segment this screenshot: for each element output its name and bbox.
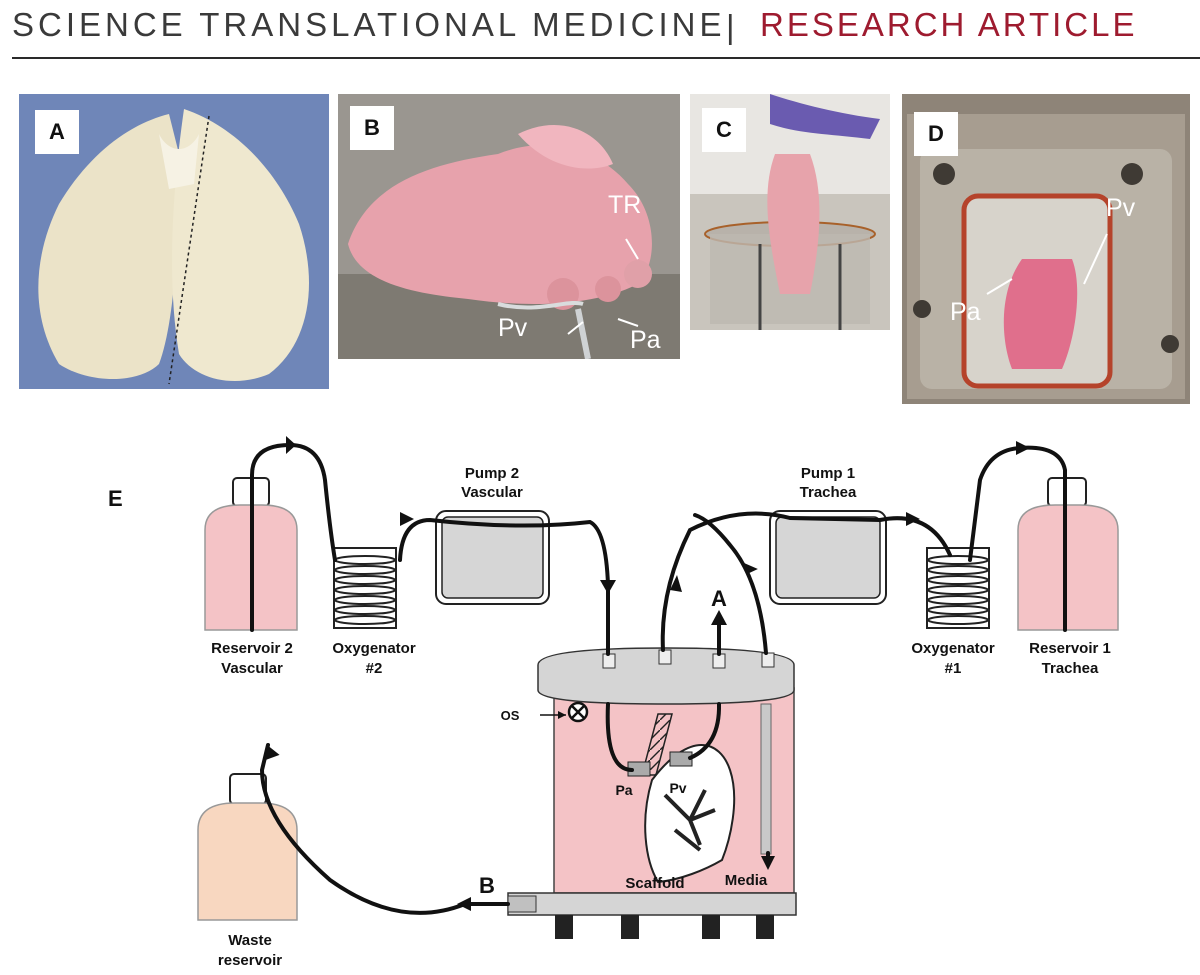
oxygenator-2-label-1: Oxygenator: [332, 640, 416, 657]
oxygenator-2: [333, 547, 397, 629]
pump-2-label-2: Vascular: [461, 484, 523, 501]
pa-connection-tube: [605, 702, 634, 772]
pa-annotation: Pa: [630, 326, 661, 354]
tr-annotation: TR: [608, 191, 642, 219]
panel-a-photo: A: [19, 94, 329, 389]
panel-b-label: B: [350, 106, 394, 150]
reservoir-2-label-1: Reservoir 2: [211, 640, 293, 657]
lung-scaffold-drawing: [627, 713, 736, 884]
panel-e-label: E: [108, 486, 123, 511]
header-separator: |: [726, 8, 735, 45]
pump-1-trachea: [769, 510, 887, 605]
pv-connection-tube: [688, 702, 722, 760]
section-title: RESEARCH ARTICLE: [760, 6, 1138, 43]
panel-c-photo: C: [690, 94, 890, 330]
bioreactor-chamber-image: [902, 94, 1190, 404]
waste-tube: [259, 743, 510, 915]
reservoir2-to-oxygenator-tube: [250, 442, 337, 632]
tubing: [250, 442, 1067, 915]
trachea-drawing: [641, 713, 673, 776]
lung-scaffold-tray-image: [338, 94, 680, 359]
panel-b-photo: B TR Pv Pa: [338, 94, 680, 359]
schematic-labels: Pump 2 Vascular Pump 1 Trachea Reservoir…: [211, 465, 1111, 969]
media-label: Media: [725, 872, 768, 889]
trachea-line-tube: [660, 511, 952, 652]
panel-d-label: D: [914, 112, 958, 156]
reservoir-2-label-2: Vascular: [221, 660, 283, 677]
flow-arrows: [264, 436, 1030, 911]
reservoir-1-trachea: [1017, 477, 1119, 631]
os-label: OS: [501, 708, 520, 723]
pv-annotation: Pv: [498, 314, 528, 342]
panel-a-label: A: [35, 110, 79, 154]
reservoir1-to-oxygenator-tube: [968, 445, 1067, 632]
pump-1-label-1: Pump 1: [801, 465, 855, 482]
header-rule: [12, 57, 1200, 59]
panel-d-photo: D Pv Pa: [902, 94, 1190, 404]
waste-reservoir: [197, 773, 298, 921]
pa-label: Pa: [615, 782, 632, 798]
journal-header: SCIENCE TRANSLATIONAL MEDICINE | RESEARC…: [0, 0, 1200, 62]
pump-2-label-1: Pump 2: [465, 465, 519, 482]
reservoir-1-label-1: Reservoir 1: [1029, 640, 1111, 657]
pump-2-vascular: [435, 510, 550, 605]
outlet-a-label: A: [711, 586, 727, 611]
outlet-b-label: B: [479, 873, 495, 898]
pv-annotation: Pv: [1106, 194, 1136, 222]
oxygenator-1: [926, 547, 990, 629]
reservoir-1-label-2: Trachea: [1042, 660, 1099, 677]
scaffold-label: Scaffold: [625, 875, 684, 892]
pa-annotation: Pa: [950, 298, 981, 326]
waste-label-1: Waste: [228, 932, 272, 949]
oxygenator-2-label-2: #2: [366, 660, 383, 677]
waste-label-2: reservoir: [218, 952, 282, 969]
decellularized-lung-image: [19, 94, 329, 389]
oxygenator-1-label-2: #1: [945, 660, 962, 677]
pv-label: Pv: [669, 780, 686, 796]
oxygenator-2-coil: [334, 555, 396, 625]
journal-title: SCIENCE TRANSLATIONAL MEDICINE: [12, 6, 726, 43]
oxygenator-1-label-1: Oxygenator: [911, 640, 995, 657]
vascular-line-tube: [398, 517, 610, 656]
trachea-return-tube: [693, 513, 768, 655]
bioreactor-schematic: Pump 2 Vascular Pump 1 Trachea Reservoir…: [197, 436, 1119, 969]
panel-c-label: C: [702, 108, 746, 152]
pump-1-label-2: Trachea: [800, 484, 857, 501]
oxygenator-1-coil: [927, 555, 989, 625]
